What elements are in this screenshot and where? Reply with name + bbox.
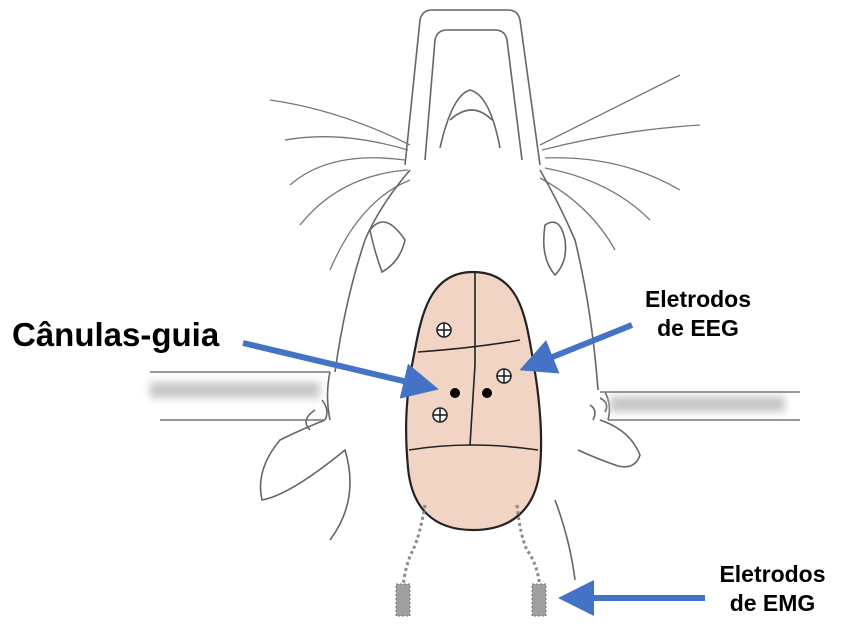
label-emg-electrodes: Eletrodos de EMG (690, 560, 843, 618)
screw-icon (433, 408, 447, 422)
nose-holder (405, 10, 540, 165)
emg-electrode (396, 584, 410, 616)
right-ear-bar (600, 392, 800, 420)
label-eeg-electrodes: Eletrodos de EEG (608, 285, 788, 343)
cannula-dot-icon (482, 388, 492, 398)
cannula-dot-icon (450, 388, 460, 398)
label-guide-cannulas: Cânulas-guia (12, 314, 219, 355)
whiskers (270, 75, 700, 270)
screw-icon (497, 369, 511, 383)
left-ear-bar (150, 372, 330, 420)
exposed-skull (406, 272, 541, 530)
emg-electrode (532, 584, 546, 616)
screw-icon (437, 323, 451, 337)
